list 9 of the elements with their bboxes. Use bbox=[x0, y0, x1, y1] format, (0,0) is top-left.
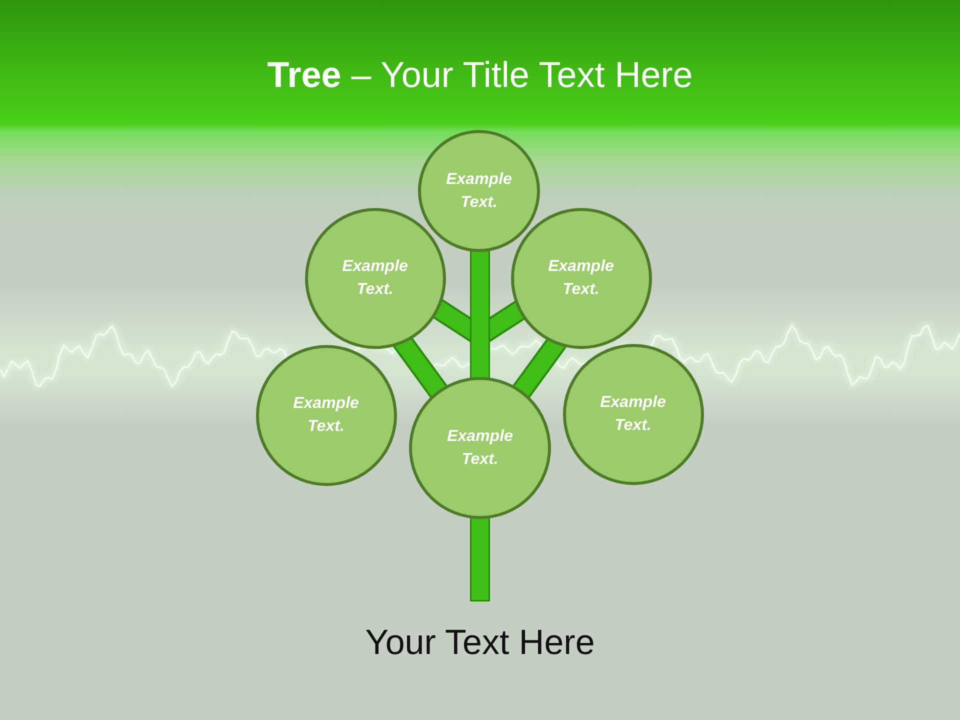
node-text: Example Text. bbox=[292, 394, 360, 437]
node-text: Example Text. bbox=[341, 257, 409, 300]
trunk-line bbox=[472, 516, 488, 600]
caption-text: Your Text Here bbox=[365, 622, 595, 664]
node-text: Example Text. bbox=[547, 257, 615, 300]
slide-title: Tree – Your Title Text Here bbox=[267, 53, 693, 97]
node-text: Example Text. bbox=[599, 393, 667, 436]
node-text: Example Text. bbox=[445, 170, 513, 213]
node-text: Example Text. bbox=[446, 427, 514, 470]
